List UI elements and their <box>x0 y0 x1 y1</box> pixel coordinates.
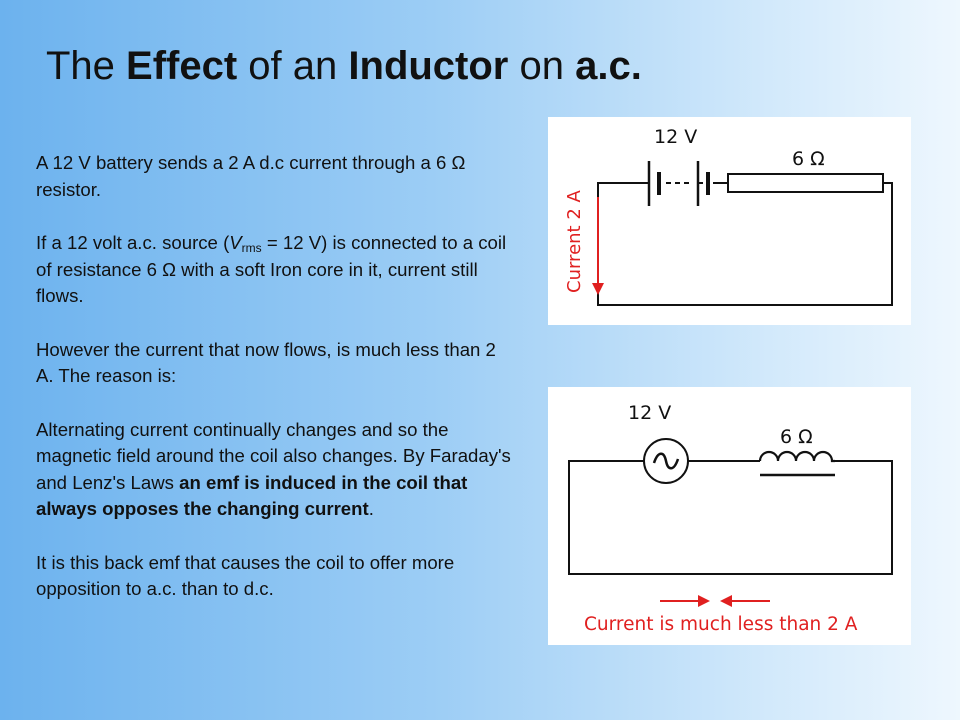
paragraph-faraday-lenz: Alternating current continually changes … <box>36 418 511 520</box>
ac-circuit-diagram: 12 V 6 Ω Current is much less than 2 A <box>548 387 911 645</box>
dc-current-label: Current 2 A <box>564 189 585 293</box>
ac-voltage-label: 12 V <box>628 402 671 424</box>
paragraph-back-emf: It is this back emf that causes the coil… <box>36 551 455 600</box>
ac-resistance-label: 6 Ω <box>780 426 813 448</box>
dc-resistance-label: 6 Ω <box>792 148 825 170</box>
paragraph-ac-source: If a 12 volt a.c. source (Vrms = 12 V) i… <box>36 232 507 306</box>
dc-current-arrow <box>592 197 604 295</box>
ac-current-label: Current is much less than 2 A <box>584 614 858 635</box>
dc-circuit-diagram: 12 V 6 Ω Current 2 A <box>548 117 911 325</box>
paragraph-current-less: However the current that now flows, is m… <box>36 338 496 387</box>
slide-title: The Effect of an Inductor on a.c. <box>46 44 642 88</box>
paragraph-dc-battery: A 12 V battery sends a 2 A d.c current t… <box>36 152 466 200</box>
ac-current-arrows <box>660 595 770 607</box>
body-text: A 12 V battery sends a 2 A d.c current t… <box>36 150 516 630</box>
dc-voltage-label: 12 V <box>654 126 697 148</box>
